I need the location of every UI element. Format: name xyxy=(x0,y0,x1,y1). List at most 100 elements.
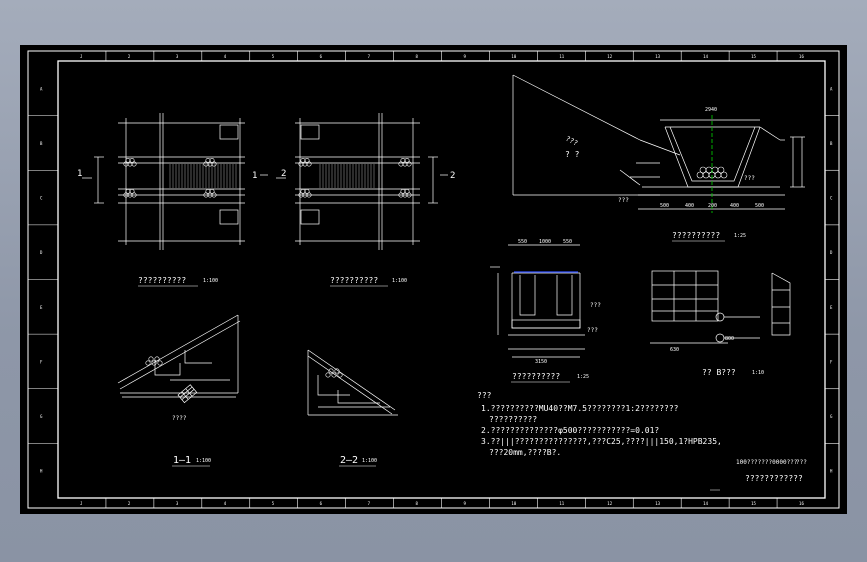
dim-200: 200 xyxy=(708,203,717,209)
b-scale: 1:10 xyxy=(752,370,764,376)
title-block-name: ???????????? xyxy=(745,474,803,483)
col-label-top: 16 xyxy=(799,54,804,59)
cross-label-b: ??? xyxy=(618,197,629,204)
col-label-bottom: 10 xyxy=(511,501,516,506)
detail-scale: 1:25 xyxy=(577,374,589,380)
section-marker-2-left: 2 xyxy=(281,169,286,179)
pipe-circles xyxy=(123,158,728,378)
row-label-right: E xyxy=(830,305,833,310)
row-label-left: E xyxy=(40,305,43,310)
row-label-left: G xyxy=(40,414,43,419)
col-label-bottom: 14 xyxy=(703,501,708,506)
section-2-2 xyxy=(307,349,398,416)
col-label-bottom: 8 xyxy=(416,501,419,506)
channel-detail xyxy=(490,244,585,358)
notes-line3b: ???20mm,????B?. xyxy=(489,448,562,457)
plan1-title: ?????????? xyxy=(138,276,186,285)
col-label-top: 9 xyxy=(463,54,466,59)
cross-title: ?????????? xyxy=(672,231,720,240)
hatch-plan-1 xyxy=(169,164,237,188)
column-ticks: JJ22334455667788991010111112121313141415… xyxy=(80,51,804,508)
col-label-top: 6 xyxy=(320,54,323,59)
col-label-bottom: J xyxy=(80,501,82,506)
plan-view-1 xyxy=(82,113,268,250)
col-label-bottom: 5 xyxy=(272,501,275,506)
col-label-top: 11 xyxy=(559,54,564,59)
detail-label-b: ??? xyxy=(587,327,598,334)
channel-cross-section xyxy=(512,74,805,210)
col-label-top: 2 xyxy=(128,54,131,59)
dim-550: 550 xyxy=(518,239,527,245)
slope-label: ??? xyxy=(564,135,579,148)
row-label-right: C xyxy=(830,196,833,201)
col-label-bottom: 3 xyxy=(176,501,179,506)
dim-2940: 2940 xyxy=(705,107,717,113)
row-label-left: D xyxy=(40,250,43,255)
col-label-bottom: 13 xyxy=(655,501,660,506)
notes-line3: 3.??|||???????????????,???C25,????|||150… xyxy=(481,437,722,446)
row-label-right: D xyxy=(830,250,833,255)
col-label-top: 4 xyxy=(224,54,227,59)
col-label-bottom: 16 xyxy=(799,501,804,506)
col-label-bottom: 15 xyxy=(751,501,756,506)
detail-title: ?????????? xyxy=(512,372,560,381)
dim-500-b: 500 xyxy=(755,203,764,209)
dim-500-a: 500 xyxy=(660,203,669,209)
notes-line2: 2.??????????????φ500???????????=0.01? xyxy=(481,426,660,435)
col-label-top: 12 xyxy=(607,54,612,59)
dim-400-b: 400 xyxy=(730,203,739,209)
dim-400-a: 400 xyxy=(685,203,694,209)
title-block-small: 100???????0000??? xyxy=(736,459,798,466)
col-label-bottom: 6 xyxy=(320,501,323,506)
notes-line1b: ?????????? xyxy=(489,415,538,424)
hatch-plan-2 xyxy=(319,164,375,188)
dim-3150: 3150 xyxy=(535,359,547,365)
dim-800: 800 xyxy=(725,336,734,342)
detail-label-a: ??? xyxy=(590,302,601,309)
row-label-left: H xyxy=(40,469,43,474)
plan2-scale: 1:100 xyxy=(392,278,407,284)
row-label-right: B xyxy=(830,141,833,146)
dim-550-b: 550 xyxy=(563,239,572,245)
plan2-title: ?????????? xyxy=(330,276,378,285)
plan1-scale: 1:100 xyxy=(203,278,218,284)
cross-scale: 1:25 xyxy=(734,233,746,239)
b-detail xyxy=(650,270,791,344)
col-label-top: 8 xyxy=(416,54,419,59)
col-label-top: 10 xyxy=(511,54,516,59)
sec11-scale: 1:100 xyxy=(196,458,211,464)
col-label-bottom: 4 xyxy=(224,501,227,506)
row-label-left: C xyxy=(40,196,43,201)
col-label-top: 3 xyxy=(176,54,179,59)
cad-drawing: JJ22334455667788991010111112121313141415… xyxy=(27,50,840,509)
col-label-top: 15 xyxy=(751,54,756,59)
section11-legend: ???? xyxy=(172,415,187,422)
row-label-right: G xyxy=(830,414,833,419)
col-label-bottom: 11 xyxy=(559,501,564,506)
section-marker-1-right: 1 xyxy=(252,171,257,181)
section-marker-2-right: 2 xyxy=(450,171,455,181)
title-block-small2: ??? xyxy=(796,459,807,466)
dim-630: 630 xyxy=(670,347,679,353)
notes-line1: 1.??????????MU40??M7.5????????1:2???????… xyxy=(481,404,679,413)
row-label-left: A xyxy=(40,86,43,91)
sec22-scale: 1:100 xyxy=(362,458,377,464)
col-label-top: 5 xyxy=(272,54,275,59)
row-label-right: A xyxy=(830,86,833,91)
col-label-top: 7 xyxy=(368,54,371,59)
plan-view-2 xyxy=(276,113,448,250)
center-question: ? ? xyxy=(565,150,580,159)
col-label-bottom: 12 xyxy=(607,501,612,506)
col-label-top: 14 xyxy=(703,54,708,59)
row-label-left: F xyxy=(40,359,43,364)
col-label-top: 13 xyxy=(655,54,660,59)
col-label-top: J xyxy=(80,54,82,59)
col-label-bottom: 7 xyxy=(368,501,371,506)
b-title: ?? B??? xyxy=(702,368,736,377)
sec22-title: 2—2 xyxy=(340,455,358,466)
sec11-title: 1—1 xyxy=(173,455,191,466)
dim-1000: 1000 xyxy=(539,239,551,245)
cross-label-a: ??? xyxy=(744,175,755,182)
